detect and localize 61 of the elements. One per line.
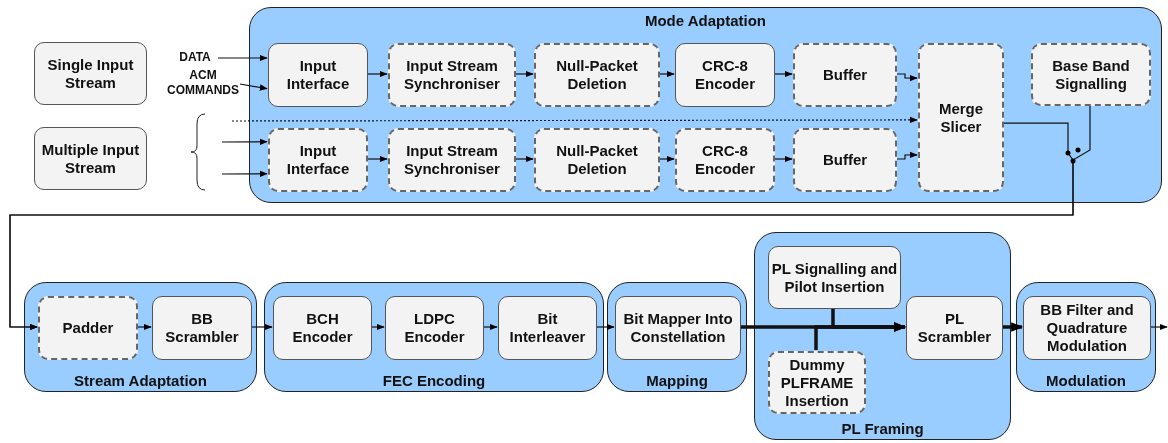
process-box: Buffer [793,128,897,192]
arrow [366,155,388,163]
process-box: Dummy PLFRAME Insertion [768,351,866,414]
process-box: Single Input Stream [34,42,147,105]
stage-title: Mapping [645,372,709,389]
process-box: Base Band Signalling [1031,43,1151,106]
arrow [231,116,918,124]
arrow [217,54,268,62]
process-box: BB Scrambler [152,296,252,360]
arrow [773,155,793,163]
process-box: BCH Encoder [273,296,372,360]
arrow [221,170,268,177]
process-box: PL Scrambler [906,296,1003,360]
arrow [814,322,907,350]
arrow [895,151,918,160]
arrow [482,323,498,331]
process-box: Padder [38,296,138,360]
process-box: PL Signalling and Pilot Insertion [768,246,901,309]
process-box: Null-Packet Deletion [534,128,660,192]
arrow [221,138,268,145]
arrow [370,323,385,331]
arrow [1149,323,1168,331]
process-box: Bit Interleaver [498,296,597,360]
arrow [250,323,273,331]
stage-title: Modulation [1045,372,1127,389]
input-label: ACM COMMANDS [166,68,240,100]
stage-panel [24,282,257,392]
process-box: Merge Slicer [918,43,1004,192]
stage-title: Mode Adaptation [643,12,768,29]
stage-panel [264,282,604,392]
arrow [239,83,268,91]
arrow [514,155,534,163]
arrow [895,73,918,82]
arrow [658,70,675,78]
arrow [773,70,793,78]
process-box: Input Stream Synchroniser [388,128,516,192]
stage-panel [1016,282,1156,392]
input-label: DATA [172,50,218,66]
process-box: BB Filter and Quadrature Modulation [1023,296,1151,360]
stage-title: Stream Adaptation [73,372,208,389]
process-box: Bit Mapper Into Constellation [615,296,741,360]
arrow [136,323,152,331]
arrow [366,70,388,78]
stage-title: PL Framing [840,420,925,437]
process-box: Buffer [793,43,897,107]
arrow [514,70,534,78]
stage-title: FEC Encoding [381,372,487,389]
arrow [658,155,675,163]
process-box: Multiple Input Stream [34,127,147,190]
stage-panel [607,282,747,392]
process-box: CRC-8 Encoder [675,43,775,107]
process-box: LDPC Encoder [385,296,484,360]
stage-panel [754,232,1011,440]
arrow [1002,322,1024,332]
process-box: Null-Packet Deletion [534,43,660,107]
process-box: Input Interface [268,43,368,107]
arrow [595,323,615,331]
process-box: Input Stream Synchroniser [388,43,516,107]
process-box: CRC-8 Encoder [675,128,775,192]
process-box: Input Interface [268,128,368,192]
stage-panel [249,7,1162,203]
